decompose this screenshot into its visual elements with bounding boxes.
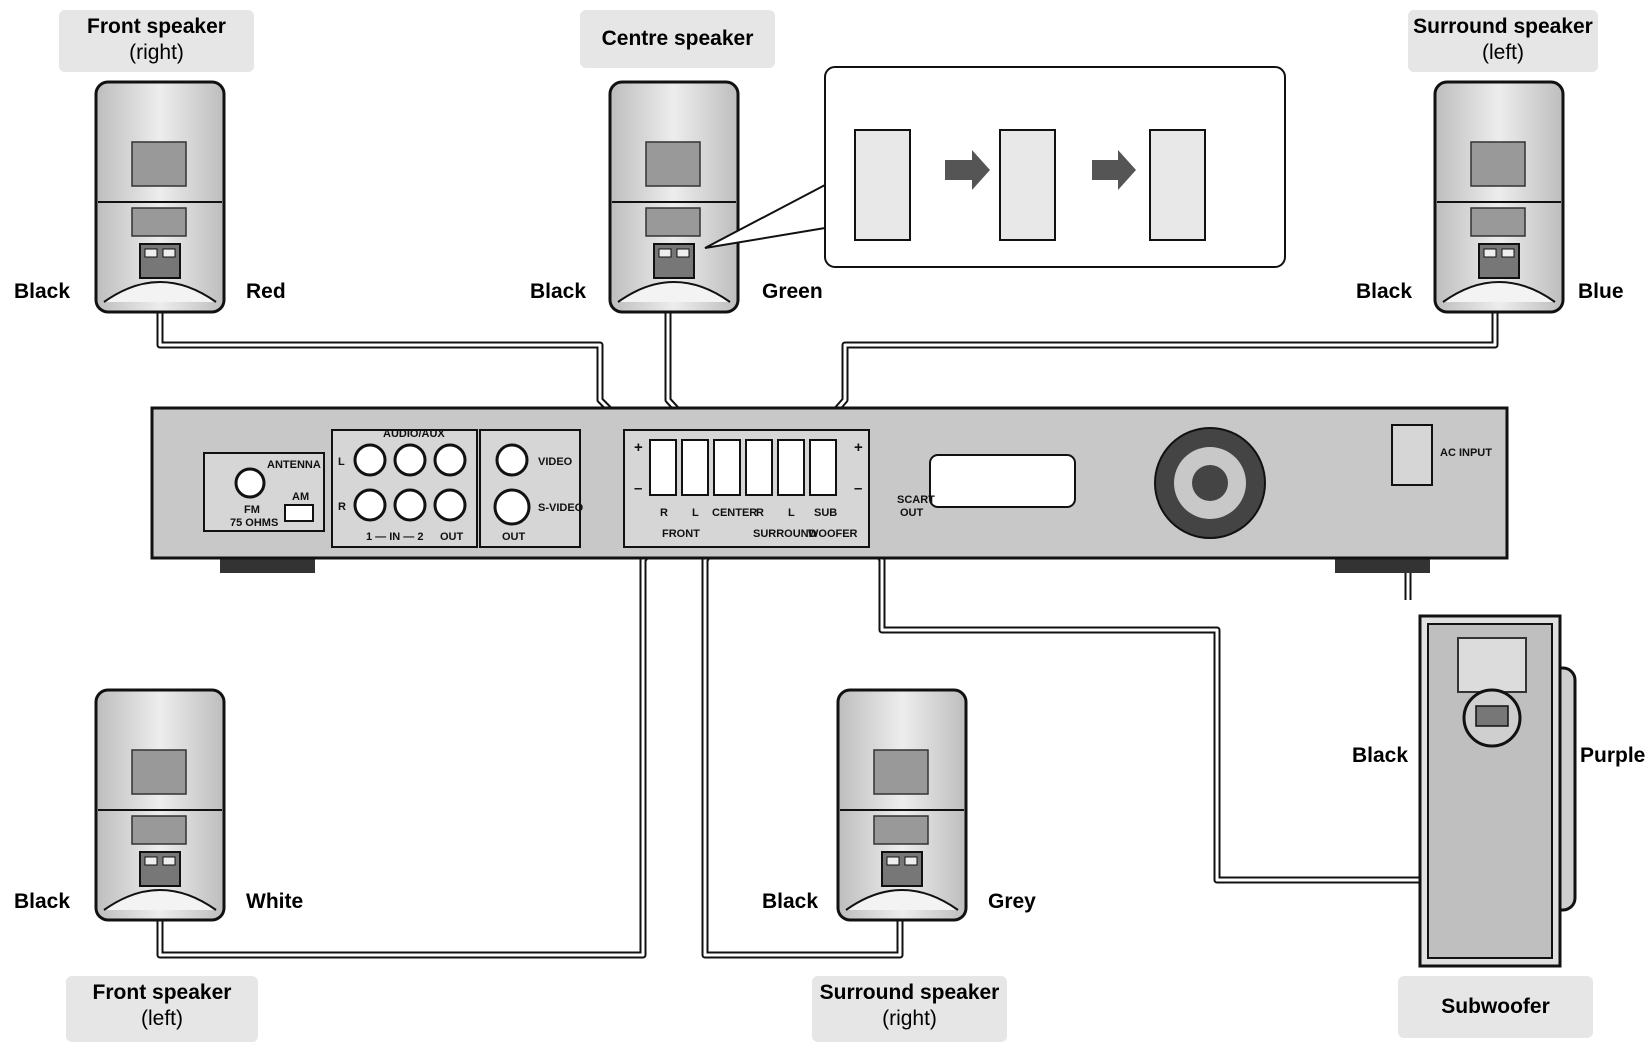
surround-left-blue-wire-label: Blue	[1578, 280, 1624, 303]
plus-right-label: +	[854, 439, 863, 456]
front-left-speaker-label: Front speaker(left)	[66, 976, 258, 1042]
front-right-speaker-icon	[94, 80, 226, 314]
front-left-white-wire-label: White	[246, 890, 304, 913]
subwoofer-icon	[1418, 614, 1577, 968]
front-right-speaker-label: Front speaker(right)	[59, 10, 254, 72]
ac-input-label: AC INPUT	[1440, 447, 1492, 459]
surround-right-black-wire-label: Black	[762, 890, 819, 913]
aux-in-label: 1 — IN — 2	[366, 531, 423, 543]
video-label: VIDEO	[538, 456, 573, 468]
subwoofer-label: Subwoofer	[1398, 976, 1593, 1038]
aux-l-label: L	[338, 456, 345, 468]
term-label-sub: SUB	[814, 507, 837, 519]
main-unit-rear-panel	[150, 406, 1509, 573]
centre-speaker-icon	[608, 80, 740, 314]
audio-aux-label: AUDIO/AUX	[383, 428, 445, 440]
term-group-woofer: WOOFER	[808, 528, 858, 540]
front-right-red-wire-label: Red	[246, 280, 286, 303]
video-out-label: OUT	[502, 531, 526, 543]
minus-left-label: –	[634, 480, 642, 497]
surround-right-speaker-icon	[836, 688, 968, 922]
term-group-front: FRONT	[662, 528, 700, 540]
subwoofer-black-wire-label: Black	[1352, 744, 1409, 767]
fm-label: FM	[244, 504, 260, 516]
surround-left-black-wire-label: Black	[1356, 280, 1413, 303]
surround-right-speaker-label: Surround speaker(right)	[812, 976, 1007, 1042]
s-video-label: S-VIDEO	[538, 502, 584, 514]
term-label-r2: R	[756, 507, 764, 519]
plus-left-label: +	[634, 439, 643, 456]
front-right-black-wire-label: Black	[14, 280, 71, 303]
am-label: AM	[292, 491, 309, 503]
antenna-label: ANTENNA	[267, 459, 321, 471]
front-left-speaker-icon	[94, 688, 226, 922]
term-label-l2: L	[788, 507, 795, 519]
term-label-r: R	[660, 507, 668, 519]
aux-out-label: OUT	[440, 531, 464, 543]
terminal-detail-inset	[704, 66, 1286, 268]
aux-r-label: R	[338, 501, 346, 513]
scart-label: SCART	[897, 494, 935, 506]
fm-ohms-label: 75 OHMS	[230, 517, 278, 529]
surround-left-speaker-icon	[1433, 80, 1565, 314]
subwoofer-purple-wire-label: Purple	[1580, 744, 1646, 767]
term-group-surround: SURROUND	[753, 528, 817, 540]
surround-left-speaker-label: Surround speaker(left)	[1408, 10, 1598, 72]
surround-right-grey-wire-label: Grey	[988, 890, 1036, 913]
scart-out-label: OUT	[900, 507, 924, 519]
term-label-l: L	[692, 507, 699, 519]
term-label-center: CENTER	[712, 507, 757, 519]
centre-speaker-label: Centre speaker	[580, 10, 775, 68]
front-left-black-wire-label: Black	[14, 890, 71, 913]
minus-right-label: –	[854, 480, 862, 497]
centre-green-wire-label: Green	[762, 280, 823, 303]
centre-black-wire-label: Black	[530, 280, 587, 303]
